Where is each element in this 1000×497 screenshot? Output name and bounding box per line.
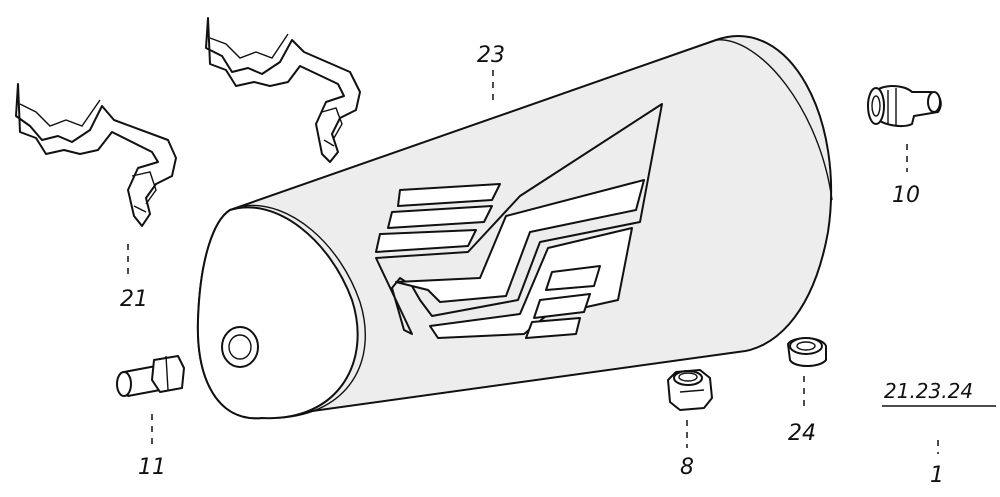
- callout-11: 11: [138, 455, 166, 480]
- assembly-code: 21.23.24: [884, 379, 973, 403]
- drain-valve: [116, 355, 185, 397]
- clamp-front: [15, 83, 177, 227]
- tank-port: [221, 326, 259, 368]
- gasket-ring: [787, 337, 827, 367]
- callout-8: 8: [680, 455, 694, 480]
- callout-1: 1: [930, 463, 944, 488]
- callout-10: 10: [892, 183, 920, 208]
- plug: [667, 369, 713, 411]
- callout-23: 23: [477, 43, 505, 68]
- leader-lines: [127, 70, 996, 454]
- elbow-fitting: [867, 85, 942, 127]
- kamaz-emblem: [375, 103, 663, 339]
- clamp-rear: [205, 17, 361, 163]
- callout-21: 21: [120, 287, 148, 312]
- callout-24: 24: [788, 421, 816, 446]
- air-tank: [196, 35, 833, 420]
